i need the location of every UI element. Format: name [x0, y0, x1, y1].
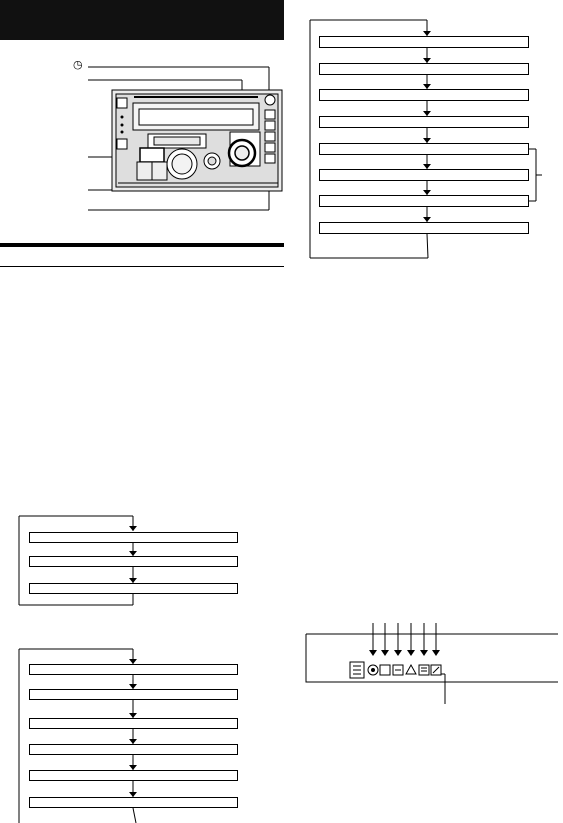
indicator-icon-6 [418, 664, 430, 676]
unit-left-button [116, 97, 128, 109]
indicator-icon-5 [405, 663, 417, 675]
flow-box [29, 718, 238, 729]
flow-box [29, 556, 238, 567]
unit-right-knob-small [264, 94, 276, 106]
flow-loop-right [309, 19, 542, 259]
flow-box [319, 195, 529, 207]
down-arrow-icon [129, 659, 137, 797]
flow-box [29, 689, 238, 700]
indicator-panel-frame [305, 633, 558, 683]
flow-box [29, 664, 238, 675]
flow-box [29, 532, 238, 543]
clock-icon: ◷ [73, 58, 83, 71]
flow-box [29, 797, 238, 808]
flow-box [319, 89, 529, 101]
flow-box [29, 744, 238, 755]
flow-box [29, 583, 238, 594]
down-arrow-icon [369, 650, 440, 656]
flow-loop-small [18, 515, 137, 606]
section-rule-thick [0, 243, 284, 247]
flow-box [319, 36, 529, 48]
flow-box [319, 143, 529, 155]
section-rule-thin [0, 266, 284, 267]
flow-box [319, 116, 529, 128]
down-arrow-icon [129, 526, 137, 583]
down-arrow-icon [423, 31, 431, 222]
indicator-icon-3 [379, 664, 391, 676]
flow-box [29, 770, 238, 781]
indicator-panel [305, 623, 558, 704]
flow-box [319, 169, 529, 181]
unit-button-highlight [139, 147, 165, 163]
page-header-bar [0, 0, 284, 40]
flow-box [319, 222, 529, 234]
flow-loop-large [18, 648, 137, 823]
flow-box [319, 63, 529, 75]
